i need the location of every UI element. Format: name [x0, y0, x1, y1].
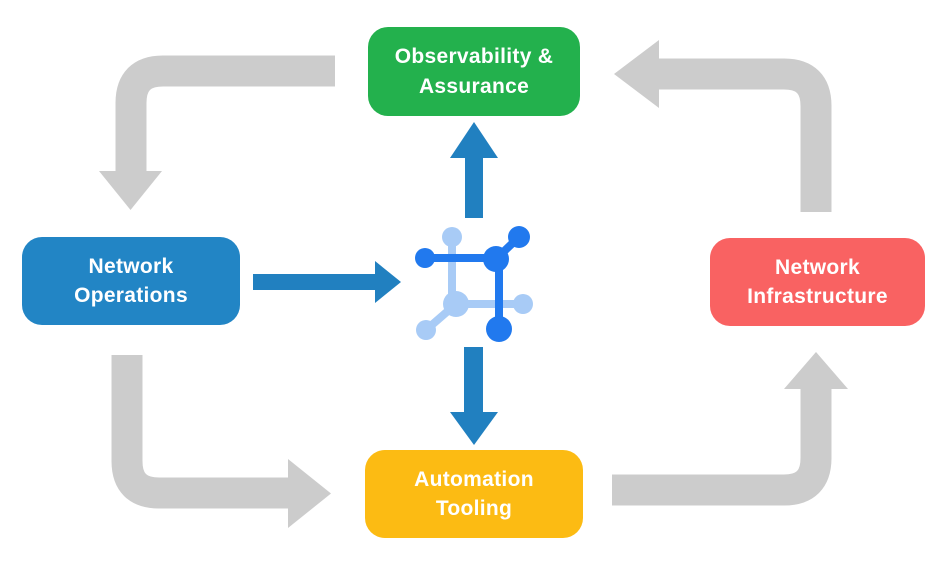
arrow-network-infrastructure-to-observability [614, 40, 832, 212]
network-mesh-icon [415, 226, 533, 342]
arrow-network-operations-to-automation-tooling [111, 355, 331, 528]
node-automation-tooling-label: Automation Tooling [414, 467, 534, 520]
node-network-infrastructure: Network Infrastructure [710, 238, 925, 326]
arrow-center-icon-to-automation-tooling [450, 347, 498, 445]
node-network-infrastructure-label: Network Infrastructure [747, 255, 888, 308]
node-automation-tooling: Automation Tooling [365, 450, 583, 538]
arrow-center-icon-to-observability [450, 122, 498, 218]
node-network-operations: Network Operations [22, 237, 240, 325]
node-network-operations-label: Network Operations [74, 254, 188, 307]
arrow-network-operations-to-center-icon [253, 261, 401, 303]
node-observability-assurance-label: Observability & Assurance [394, 45, 554, 98]
arrow-observability-to-network-operations [99, 55, 335, 210]
node-observability-assurance: Observability & Assurance [368, 27, 580, 116]
arrow-automation-tooling-to-network-infrastructure [612, 352, 848, 506]
